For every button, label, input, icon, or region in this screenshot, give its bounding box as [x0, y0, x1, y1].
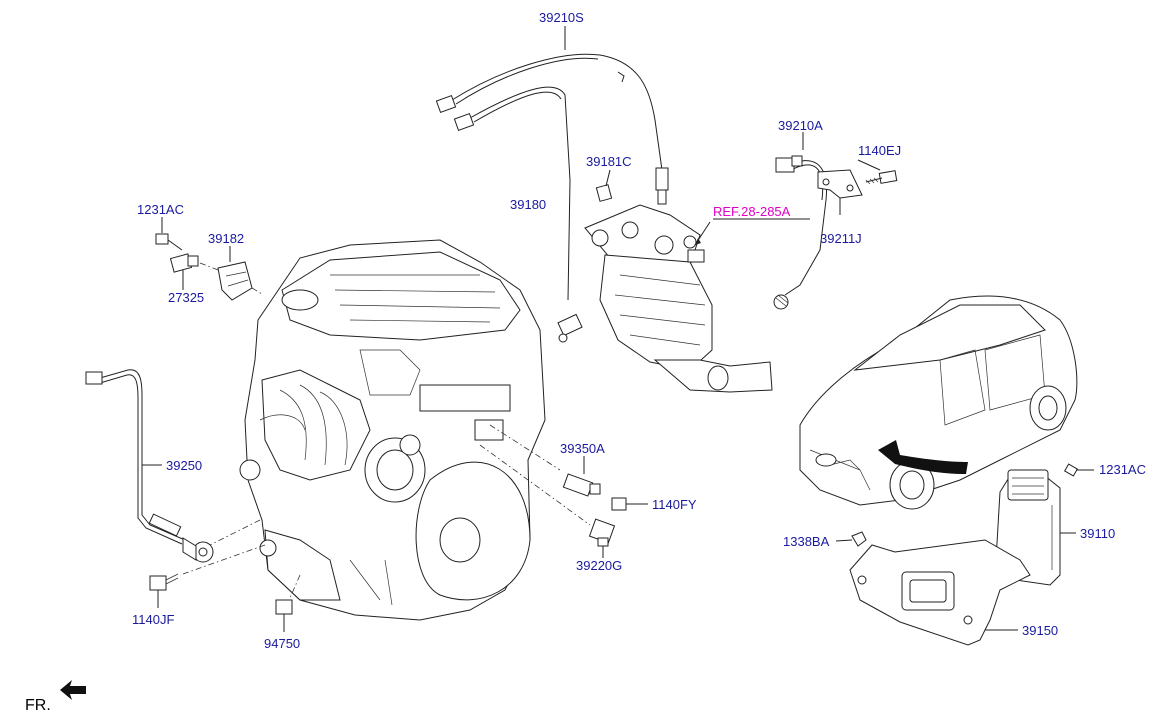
knock-sensor-harness-39250	[85, 369, 214, 563]
ref-leader	[694, 218, 810, 246]
bolt-1140EJ	[857, 159, 898, 185]
engine-block	[239, 239, 546, 621]
nut-1338BA	[835, 531, 867, 547]
bolt-1231AC-left	[155, 217, 183, 251]
catalytic-converter-assembly	[584, 204, 773, 393]
sensor-94750	[275, 599, 293, 632]
label-39210S: 39210S	[539, 10, 584, 25]
clip-39181C	[595, 169, 613, 202]
label-39182: 39182	[208, 231, 244, 246]
label-39110: 39110	[1080, 526, 1115, 541]
label-39150: 39150	[1022, 623, 1058, 638]
front-direction-indicator	[60, 680, 86, 700]
sensor-39220G	[588, 518, 616, 558]
label-39181C: 39181C	[586, 154, 632, 169]
label-front: FR.	[25, 697, 51, 714]
oxygen-sensor-harness-39210S	[435, 26, 669, 343]
assembly-dash-lines	[179, 424, 591, 599]
label-1231AC-left: 1231AC	[137, 202, 184, 217]
label-1231AC-right: 1231AC	[1099, 462, 1146, 477]
ecu-bracket-39150	[849, 539, 1031, 646]
oxygen-sensor-39210A	[773, 132, 828, 310]
bolt-1140FY	[611, 497, 648, 511]
label-94750: 94750	[264, 636, 300, 651]
label-ref-28-285A[interactable]: REF.28-285A	[713, 204, 791, 219]
label-39211J: 39211J	[820, 231, 862, 246]
label-1140JF: 1140JF	[132, 612, 174, 627]
label-39180: 39180	[510, 197, 546, 212]
label-39350A: 39350A	[560, 441, 605, 456]
vehicle-illustration	[799, 295, 1078, 510]
front-arrow-icon	[60, 680, 86, 700]
sensor-39350A	[562, 456, 601, 497]
bolt-1231AC-right	[1063, 463, 1094, 477]
label-1140FY: 1140FY	[652, 497, 697, 512]
label-27325: 27325	[168, 290, 204, 305]
bolt-1140JF	[149, 573, 179, 608]
bracket-39211J	[817, 169, 863, 215]
label-1140EJ: 1140EJ	[858, 143, 901, 158]
label-39220G: 39220G	[576, 558, 622, 573]
bracket-39182	[199, 246, 263, 301]
label-39210A: 39210A	[778, 118, 823, 133]
label-1338BA: 1338BA	[783, 534, 830, 549]
label-39250: 39250	[166, 458, 202, 473]
sensor-27325	[169, 253, 199, 290]
